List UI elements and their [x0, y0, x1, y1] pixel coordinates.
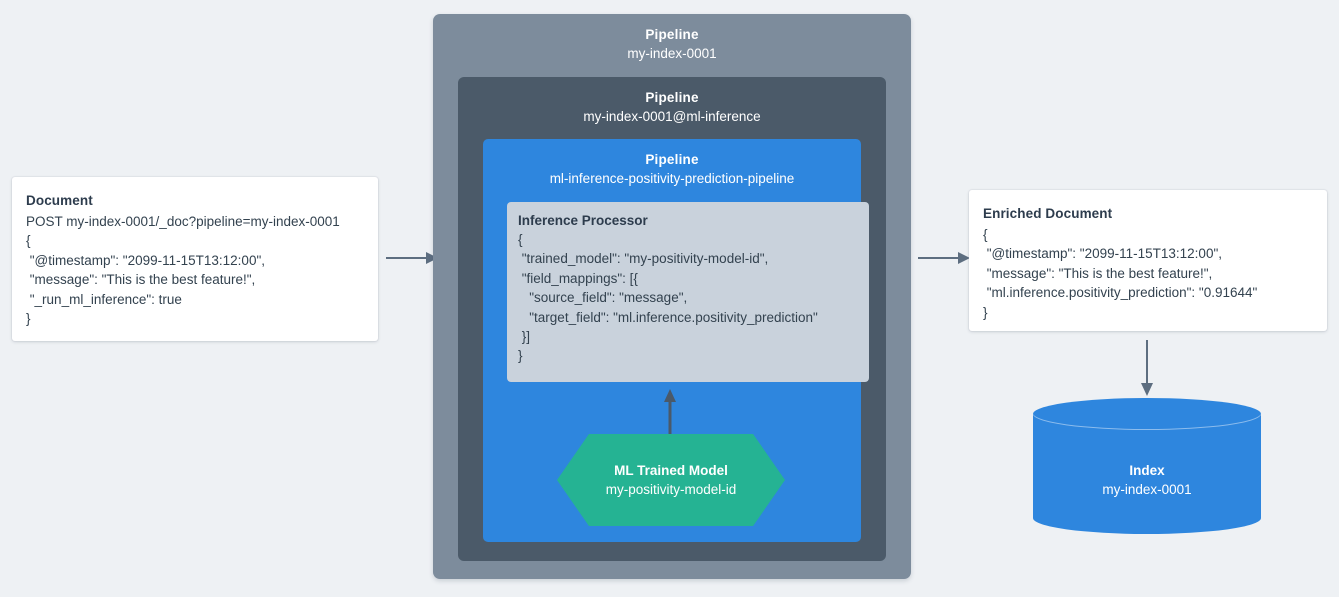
processor-line-6: }: [518, 348, 523, 364]
document-line-1: {: [26, 233, 31, 249]
ml-trained-model-name: my-positivity-model-id: [605, 481, 737, 497]
enriched-line-1: "@timestamp": "2099-11-15T13:12:00",: [983, 246, 1222, 262]
ml-trained-model-label: ML Trained Model: [614, 462, 728, 478]
document-line-4: "_run_ml_inference": true: [26, 291, 182, 307]
enriched-line-4: }: [983, 304, 988, 320]
processor-line-5: }]: [518, 329, 531, 345]
pipeline-middle-label: Pipeline: [645, 90, 699, 105]
index-name: my-index-0001: [1102, 482, 1192, 497]
inference-processor-card: Inference Processor { "trained_model": "…: [507, 202, 869, 382]
cylinder-top: [1033, 398, 1261, 430]
document-card: Document POST my-index-0001/_doc?pipelin…: [12, 177, 378, 341]
arrow-enriched-to-index: [1141, 340, 1153, 396]
pipeline-outer-header: Pipeline my-index-0001: [433, 14, 911, 63]
cylinder-body: [1033, 414, 1261, 518]
arrow-document-to-pipeline: [386, 252, 438, 264]
ml-trained-model-hexagon: ML Trained Model my-positivity-model-id: [557, 434, 785, 526]
document-line-2: "@timestamp": "2099-11-15T13:12:00",: [26, 252, 265, 268]
arrow-model-to-processor: [664, 389, 676, 437]
processor-line-2: "field_mappings": [{: [518, 270, 638, 286]
pipeline-middle-name: my-index-0001@ml-inference: [583, 109, 761, 124]
enriched-line-3: "ml.inference.positivity_prediction": "0…: [983, 285, 1258, 301]
pipeline-inner-header: Pipeline ml-inference-positivity-predict…: [483, 139, 861, 188]
processor-line-3: "source_field": "message",: [518, 290, 688, 306]
enriched-document-title: Enriched Document: [983, 206, 1113, 221]
arrow-pipeline-to-enriched: [918, 252, 970, 264]
document-line-3: "message": "This is the best feature!",: [26, 272, 256, 288]
index-label: Index: [1129, 463, 1165, 478]
pipeline-inner-name: ml-inference-positivity-prediction-pipel…: [549, 171, 795, 186]
document-line-0: POST my-index-0001/_doc?pipeline=my-inde…: [26, 214, 340, 229]
processor-line-4: "target_field": "ml.inference.positivity…: [518, 309, 818, 325]
document-title: Document: [26, 193, 93, 208]
index-cylinder: Index my-index-0001: [1033, 398, 1261, 534]
processor-line-1: "trained_model": "my-positivity-model-id…: [518, 251, 769, 267]
index-label-group: Index my-index-0001: [1033, 462, 1261, 499]
pipeline-outer-name: my-index-0001: [627, 46, 717, 61]
enriched-document-card: Enriched Document { "@timestamp": "2099-…: [969, 190, 1327, 331]
pipeline-outer-label: Pipeline: [645, 27, 699, 42]
enriched-line-0: {: [983, 227, 988, 242]
document-line-5: }: [26, 311, 31, 327]
processor-line-0: {: [518, 232, 523, 247]
inference-processor-title: Inference Processor: [518, 213, 648, 228]
pipeline-inner-label: Pipeline: [645, 152, 699, 167]
pipeline-middle-header: Pipeline my-index-0001@ml-inference: [458, 77, 886, 126]
enriched-line-2: "message": "This is the best feature!",: [983, 265, 1213, 281]
